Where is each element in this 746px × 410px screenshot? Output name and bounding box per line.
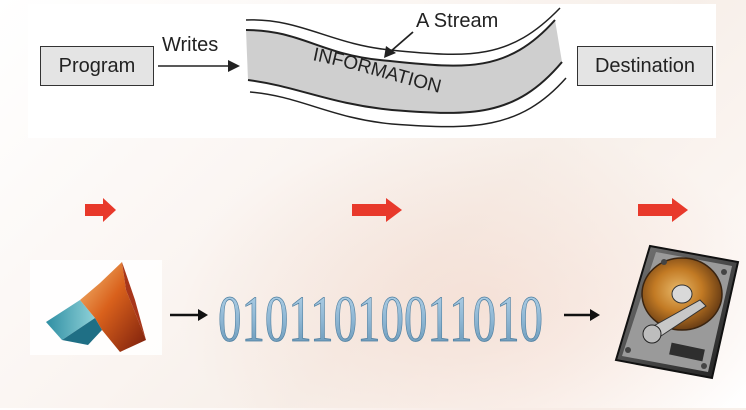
program-box: Program: [40, 46, 154, 86]
red-arrow-icon-right: [638, 198, 688, 222]
destination-box: Destination: [577, 46, 713, 86]
program-label: Program: [58, 54, 136, 77]
destination-label: Destination: [594, 54, 696, 77]
pipeline-arrow-icon-left: [170, 309, 208, 321]
writes-arrow-icon: [158, 60, 240, 72]
binary-stream-text: 01011010011010: [218, 283, 543, 356]
stream-label: A Stream: [416, 10, 499, 32]
red-arrow-icon-left: [85, 198, 116, 222]
red-arrow-icon-middle: [352, 198, 402, 222]
writes-label: Writes: [162, 34, 219, 56]
hard-drive-icon: [614, 244, 740, 380]
pipeline-arrow-icon-right: [564, 309, 600, 321]
matlab-logo-icon: [30, 260, 162, 355]
stream-band: [245, 7, 567, 128]
stream-pointer-arrow-icon: [384, 31, 414, 58]
